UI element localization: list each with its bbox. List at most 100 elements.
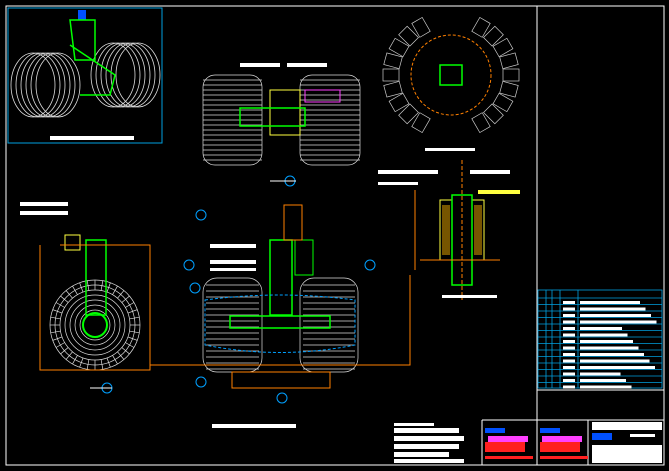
cad-line [52,309,63,314]
cad-line [79,309,111,341]
section-view [378,160,520,300]
cad-line [74,304,116,346]
cad-line [202,277,263,373]
plan-view [202,63,361,187]
cad-line [65,351,73,360]
cad-line [563,301,575,304]
cad-line [398,25,419,47]
cad-line [563,353,575,356]
cad-line [499,52,519,70]
parts-list-table [537,289,663,389]
cad-line [55,302,65,308]
cad-line [106,357,111,368]
cad-line [129,330,140,334]
cad-line [580,301,640,304]
cad-line [299,277,359,373]
cad-line [563,346,575,350]
cad-line [129,316,140,320]
cad-line [411,16,431,38]
cad-line [72,285,78,295]
cad-line [502,68,520,82]
cad-line [25,52,71,118]
cad-line [580,372,621,376]
cad-line [499,80,519,98]
cad-line [398,103,419,125]
title-block [592,422,662,463]
cad-line [54,284,136,366]
cad-line [95,42,141,108]
cad-line [383,80,403,98]
cad-line [127,309,138,314]
cad-line [580,320,657,324]
cad-line [388,92,410,113]
cad-line [110,42,156,108]
cad-line [100,359,104,370]
cad-line [563,366,575,369]
cad-line [106,282,111,293]
cad-line [580,379,626,382]
cad-line [580,353,644,356]
drawing-frame [5,5,665,466]
cad-line [86,359,90,370]
cad-line [100,42,146,108]
cad-line [563,379,575,382]
revision-blocks [485,428,588,459]
cad-line [483,103,504,125]
cad-line [382,68,400,82]
cad-line [100,280,104,291]
side-view-wheel [20,202,151,394]
cad-line [471,16,491,38]
cad-line [580,333,628,337]
cad-line [49,279,141,371]
cad-line [105,42,151,108]
cad-line [580,346,639,350]
cad-line [15,52,61,118]
cad-line [563,372,575,376]
cad-line [580,366,655,369]
cad-line [492,37,514,58]
cad-line [563,320,575,324]
cad-line [125,302,135,308]
cad-line [127,336,138,341]
cad-line [121,347,130,355]
cad-line [563,333,575,337]
cad-line [411,112,431,134]
cad-line [50,316,61,320]
cad-line [383,52,403,70]
cad-line [563,314,575,317]
cad-line [35,52,81,118]
cad-line [55,342,65,348]
cad-line [580,327,622,330]
cad-line [86,280,90,291]
cad-line [563,307,575,311]
cad-line [121,295,130,303]
cad-line [563,327,575,330]
cad-line [125,342,135,348]
cad-line [90,42,136,108]
cad-line [471,112,491,134]
cad-line [580,359,650,363]
cad-line [492,92,514,113]
cad-line [20,52,66,118]
top-view-steering [382,16,520,151]
cad-line [117,351,125,360]
cad-line [580,307,646,311]
cad-line [72,355,78,365]
cad-line [10,52,56,118]
cad-line [59,289,131,361]
cad-line [69,299,121,351]
cad-line [60,295,69,303]
cad-line [112,355,118,365]
cad-line [580,314,651,317]
cad-line [563,340,575,343]
cad-line [60,347,69,355]
cad-line [483,25,504,47]
cad-line [30,52,76,118]
front-view [149,204,411,428]
cad-line [79,282,84,293]
cad-line [117,290,125,299]
cad-line [563,385,575,389]
cad-line [563,359,575,363]
cad-line [65,290,73,299]
